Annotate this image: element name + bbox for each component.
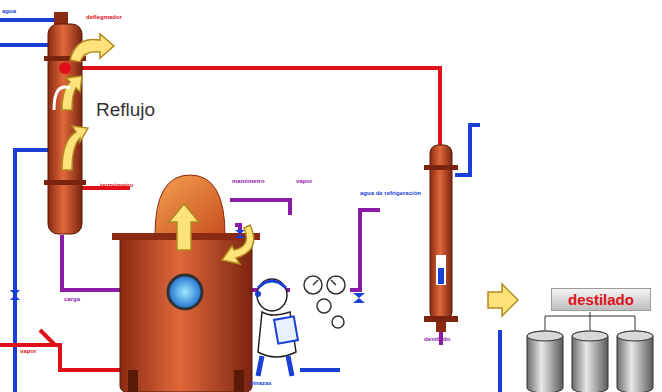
pot-still <box>112 175 260 392</box>
pipe-label: agua de refrigeración <box>360 190 421 196</box>
reflux-stroke <box>54 87 70 110</box>
pipe-label: vapor <box>20 348 36 354</box>
storage-tank <box>527 312 653 392</box>
flow-arrow <box>62 34 518 316</box>
gauge <box>304 276 345 328</box>
pipe-label: vinazas <box>250 380 272 386</box>
operator <box>255 279 298 376</box>
part-label: deflegmador <box>86 14 122 20</box>
node-text: destilado <box>568 291 634 308</box>
condenser <box>424 145 458 332</box>
pipe-label: vapor <box>296 178 312 184</box>
pipe-label: agua <box>2 8 16 14</box>
pipe-label: destilado <box>424 336 450 342</box>
part-label: termómetro <box>100 182 133 188</box>
part-label: manómetro <box>232 178 265 184</box>
annotation: Reflujo <box>96 100 155 119</box>
product-label-box: destilado <box>551 288 651 311</box>
pipe-label: carga <box>64 296 80 302</box>
water-pipe <box>0 20 500 392</box>
